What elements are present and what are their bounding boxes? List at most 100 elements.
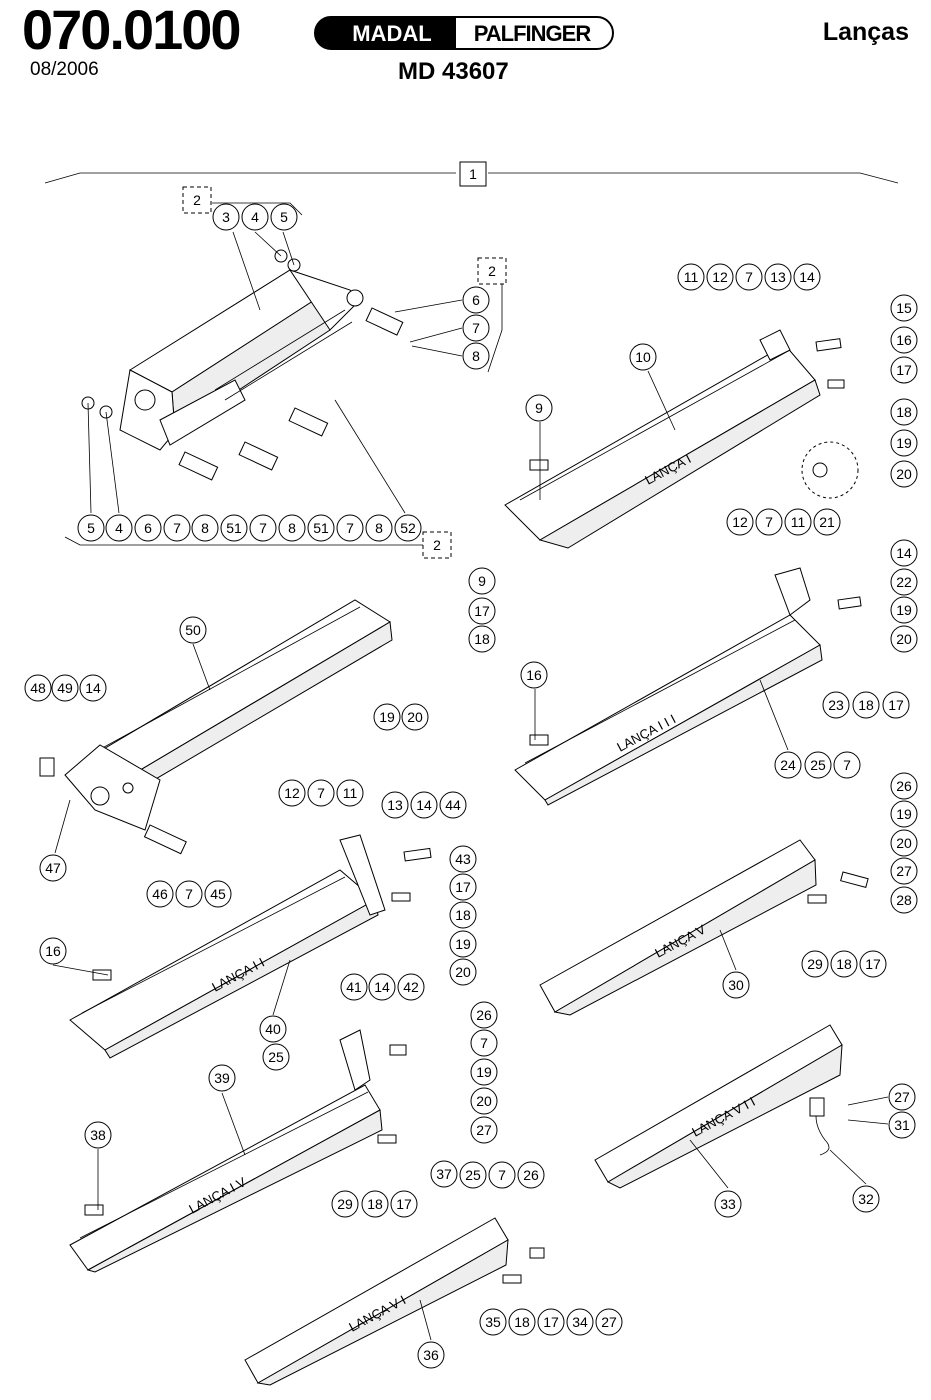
- part-callout[interactable]: 41: [340, 973, 368, 1001]
- part-callout[interactable]: 6: [134, 514, 162, 542]
- part-callout[interactable]: 44: [439, 791, 467, 819]
- part-callout[interactable]: 7: [307, 779, 335, 807]
- part-callout[interactable]: 14: [410, 791, 438, 819]
- part-callout[interactable]: 7: [462, 314, 490, 342]
- part-callout[interactable]: 35: [479, 1308, 507, 1336]
- part-callout[interactable]: 26: [470, 1001, 498, 1029]
- part-callout[interactable]: 14: [890, 539, 918, 567]
- part-callout[interactable]: 12: [278, 779, 306, 807]
- part-callout[interactable]: 6: [462, 286, 490, 314]
- part-callout[interactable]: 19: [890, 800, 918, 828]
- part-callout[interactable]: 17: [449, 873, 477, 901]
- part-callout[interactable]: 27: [890, 857, 918, 885]
- part-callout[interactable]: 39: [208, 1064, 236, 1092]
- part-callout[interactable]: 18: [361, 1190, 389, 1218]
- part-callout[interactable]: 4: [105, 514, 133, 542]
- part-callout[interactable]: 33: [714, 1190, 742, 1218]
- part-callout[interactable]: 19: [890, 429, 918, 457]
- part-callout[interactable]: 46: [146, 880, 174, 908]
- part-callout[interactable]: 25: [459, 1161, 487, 1189]
- part-callout[interactable]: 12: [726, 508, 754, 536]
- part-callout[interactable]: 7: [735, 263, 763, 291]
- part-callout[interactable]: 36: [417, 1341, 445, 1369]
- part-callout[interactable]: 11: [784, 508, 812, 536]
- part-callout[interactable]: 16: [39, 937, 67, 965]
- part-callout[interactable]: 10: [629, 343, 657, 371]
- part-callout[interactable]: 7: [833, 751, 861, 779]
- part-callout[interactable]: 43: [449, 845, 477, 873]
- part-callout[interactable]: 4: [241, 203, 269, 231]
- part-callout[interactable]: 24: [774, 751, 802, 779]
- part-callout[interactable]: 18: [508, 1308, 536, 1336]
- part-callout[interactable]: 29: [801, 950, 829, 978]
- part-callout[interactable]: 11: [336, 779, 364, 807]
- part-callout[interactable]: 19: [373, 703, 401, 731]
- part-callout[interactable]: 28: [890, 886, 918, 914]
- part-callout[interactable]: 20: [890, 829, 918, 857]
- part-callout[interactable]: 11: [677, 263, 705, 291]
- part-callout[interactable]: 27: [470, 1116, 498, 1144]
- part-callout[interactable]: 18: [449, 901, 477, 929]
- box-callout[interactable]: 2: [422, 531, 452, 559]
- part-callout[interactable]: 52: [394, 514, 422, 542]
- part-callout[interactable]: 20: [401, 703, 429, 731]
- part-callout[interactable]: 17: [890, 356, 918, 384]
- part-callout[interactable]: 17: [390, 1190, 418, 1218]
- part-callout[interactable]: 26: [890, 772, 918, 800]
- part-callout[interactable]: 12: [706, 263, 734, 291]
- part-callout[interactable]: 20: [890, 625, 918, 653]
- part-callout[interactable]: 5: [77, 514, 105, 542]
- part-callout[interactable]: 7: [249, 514, 277, 542]
- part-callout[interactable]: 17: [882, 691, 910, 719]
- part-callout[interactable]: 16: [890, 326, 918, 354]
- part-callout[interactable]: 17: [859, 950, 887, 978]
- part-callout[interactable]: 47: [39, 854, 67, 882]
- part-callout[interactable]: 13: [381, 791, 409, 819]
- part-callout[interactable]: 40: [259, 1015, 287, 1043]
- part-callout[interactable]: 7: [163, 514, 191, 542]
- part-callout[interactable]: 8: [462, 342, 490, 370]
- part-callout[interactable]: 8: [278, 514, 306, 542]
- part-callout[interactable]: 51: [307, 514, 335, 542]
- part-callout[interactable]: 30: [722, 971, 750, 999]
- part-callout[interactable]: 3: [212, 203, 240, 231]
- part-callout[interactable]: 50: [179, 616, 207, 644]
- part-callout[interactable]: 37: [430, 1160, 458, 1188]
- part-callout[interactable]: 14: [793, 263, 821, 291]
- part-callout[interactable]: 38: [84, 1121, 112, 1149]
- box-callout[interactable]: 2: [477, 257, 507, 285]
- part-callout[interactable]: 25: [804, 751, 832, 779]
- part-callout[interactable]: 32: [852, 1185, 880, 1213]
- part-callout[interactable]: 17: [537, 1308, 565, 1336]
- part-callout[interactable]: 18: [830, 950, 858, 978]
- part-callout[interactable]: 23: [822, 691, 850, 719]
- part-callout[interactable]: 8: [191, 514, 219, 542]
- part-callout[interactable]: 7: [175, 880, 203, 908]
- part-callout[interactable]: 16: [520, 661, 548, 689]
- part-callout[interactable]: 18: [890, 398, 918, 426]
- part-callout[interactable]: 49: [51, 674, 79, 702]
- part-callout[interactable]: 20: [890, 460, 918, 488]
- part-callout[interactable]: 42: [397, 973, 425, 1001]
- part-callout[interactable]: 25: [262, 1043, 290, 1071]
- part-callout[interactable]: 7: [488, 1161, 516, 1189]
- part-callout[interactable]: 51: [220, 514, 248, 542]
- part-callout[interactable]: 5: [270, 203, 298, 231]
- part-callout[interactable]: 7: [755, 508, 783, 536]
- part-callout[interactable]: 20: [449, 958, 477, 986]
- part-callout[interactable]: 9: [525, 394, 553, 422]
- part-callout[interactable]: 19: [890, 596, 918, 624]
- part-callout[interactable]: 13: [764, 263, 792, 291]
- part-callout[interactable]: 17: [468, 597, 496, 625]
- part-callout[interactable]: 48: [24, 674, 52, 702]
- part-callout[interactable]: 19: [449, 930, 477, 958]
- part-callout[interactable]: 14: [79, 674, 107, 702]
- part-callout[interactable]: 18: [852, 691, 880, 719]
- part-callout[interactable]: 20: [470, 1087, 498, 1115]
- part-callout[interactable]: 7: [336, 514, 364, 542]
- part-callout[interactable]: 27: [595, 1308, 623, 1336]
- box-callout[interactable]: 1: [459, 161, 487, 187]
- part-callout[interactable]: 14: [368, 973, 396, 1001]
- part-callout[interactable]: 8: [365, 514, 393, 542]
- part-callout[interactable]: 26: [517, 1161, 545, 1189]
